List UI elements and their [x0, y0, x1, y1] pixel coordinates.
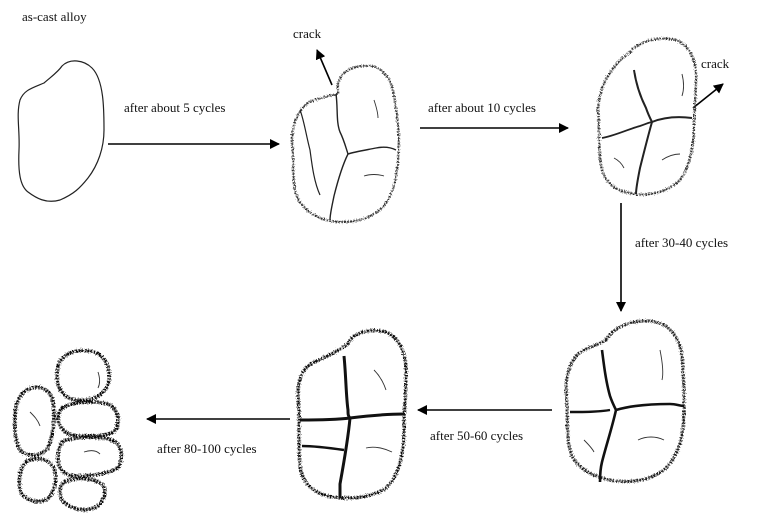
grain-5-cycles: [292, 66, 399, 222]
crack-pointer-arrow-1: [317, 50, 332, 85]
grain-as-cast: [18, 61, 104, 201]
grain-10-cycles: [598, 39, 696, 195]
grain-80-100-cycles: [15, 351, 122, 510]
grain-30-40-cycles: [566, 321, 684, 482]
grain-50-60-cycles: [298, 331, 406, 499]
crack-pointer-arrow-2: [693, 84, 723, 108]
